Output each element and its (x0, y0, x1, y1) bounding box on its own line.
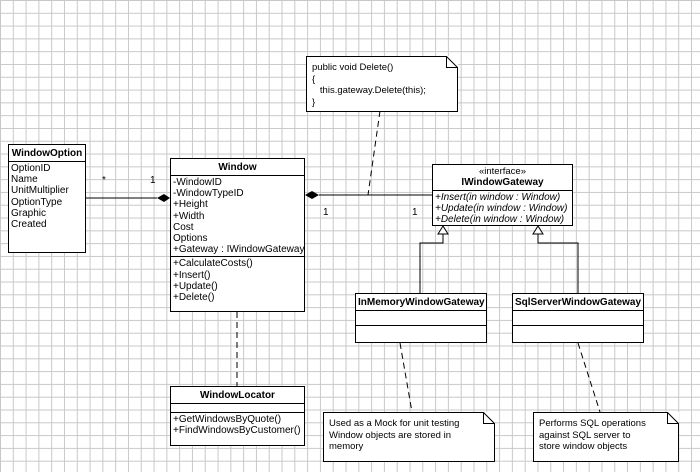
multiplicity-window-end-right: 1 (323, 207, 329, 218)
attribute: +Gateway : IWindowGateway (173, 244, 305, 256)
note-shape (306, 56, 458, 112)
attribute: Graphic (11, 207, 47, 219)
operation: +Update() (173, 280, 218, 292)
interface-name: IWindowGateway (461, 177, 544, 188)
note-anchor-sql-server (577, 342, 601, 413)
operation: +Insert(in window : Window) (435, 192, 561, 203)
class-name-in-memory: InMemoryWindowGateway (356, 294, 486, 311)
realization-arrow-in-memory (437, 225, 449, 235)
note-sql-server[interactable]: Performs SQL operations against SQL serv… (533, 412, 679, 462)
class-name-window-option: WindowOption (9, 145, 85, 162)
class-name-window: Window (171, 159, 304, 176)
attribute: -WindowID (173, 177, 222, 188)
operation-section (356, 326, 486, 340)
note-text: Performs SQL operations against SQL serv… (539, 418, 646, 452)
stereotype-label: «interface» (478, 166, 526, 177)
realization-line-sql-server (537, 234, 579, 293)
note-in-memory[interactable]: Used as a Mock for unit testing Window o… (323, 412, 495, 462)
class-sql-server-window-gateway[interactable]: SqlServerWindowGateway (512, 293, 644, 343)
attribute-section (513, 311, 643, 326)
operation: +Update(in window : Window) (435, 203, 568, 215)
note-anchor-in-memory (399, 342, 413, 413)
attribute: +Width (173, 210, 205, 222)
operation: +CalculateCosts() (173, 258, 253, 270)
note-shape (323, 412, 495, 462)
operation: +FindWindowsByCustomer() (173, 425, 301, 437)
multiplicity-window-end-left: 1 (150, 175, 156, 186)
note-text: Used as a Mock for unit testing Window o… (329, 418, 460, 452)
operation: +Delete() (173, 292, 215, 304)
operation: +Delete(in window : Window) (435, 214, 565, 226)
attribute: UnitMultiplier (11, 185, 69, 197)
realization-arrow-sql-server (532, 225, 544, 235)
class-window[interactable]: Window -WindowID -WindowTypeID +Height +… (170, 158, 305, 312)
operation-section: +GetWindowsByQuote() +FindWindowsByCusto… (171, 413, 304, 437)
operation-section (513, 326, 643, 340)
attribute-section (356, 311, 486, 326)
note-text: public void Delete() { this.gateway.Dele… (312, 62, 426, 108)
operation: +GetWindowsByQuote() (173, 414, 282, 425)
attribute: -WindowTypeID (173, 188, 244, 200)
attribute: OptionID (11, 163, 51, 174)
class-window-option[interactable]: WindowOption OptionID Name UnitMultiplie… (8, 144, 86, 253)
attribute-section: OptionID Name UnitMultiplier OptionType … (9, 162, 85, 231)
multiplicity-gateway-end: 1 (412, 207, 418, 218)
operation-section: +Insert(in window : Window) +Update(in w… (433, 191, 572, 227)
class-name-sql-server: SqlServerWindowGateway (513, 294, 643, 311)
multiplicity-option-end: * (102, 175, 106, 186)
note-delete-method[interactable]: public void Delete() { this.gateway.Dele… (306, 56, 458, 112)
attribute: Name (11, 174, 38, 186)
composition-diamond-window-left (157, 194, 170, 202)
class-window-locator[interactable]: WindowLocator +GetWindowsByQuote() +Find… (170, 386, 305, 446)
operation-section: +CalculateCosts() +Insert() +Update() +D… (171, 257, 304, 304)
note-shape (533, 412, 679, 462)
interface-iwindow-gateway[interactable]: «interface» IWindowGateway +Insert(in wi… (432, 164, 573, 226)
attribute: +Height (173, 199, 208, 211)
attribute: Cost (173, 221, 194, 233)
attribute: Options (173, 233, 208, 245)
operation: +Insert() (173, 269, 211, 281)
note-anchor-delete (367, 110, 381, 196)
attribute-section: -WindowID -WindowTypeID +Height +Width C… (171, 176, 305, 258)
class-name-window-locator: WindowLocator (171, 387, 304, 404)
attribute-section (171, 404, 304, 413)
interface-header: «interface» IWindowGateway (433, 165, 572, 191)
attribute: OptionType (11, 196, 63, 208)
attribute: Created (11, 219, 47, 231)
class-in-memory-window-gateway[interactable]: InMemoryWindowGateway (355, 293, 487, 343)
composition-diamond-window-right (305, 191, 319, 199)
realization-line-in-memory (419, 234, 444, 293)
